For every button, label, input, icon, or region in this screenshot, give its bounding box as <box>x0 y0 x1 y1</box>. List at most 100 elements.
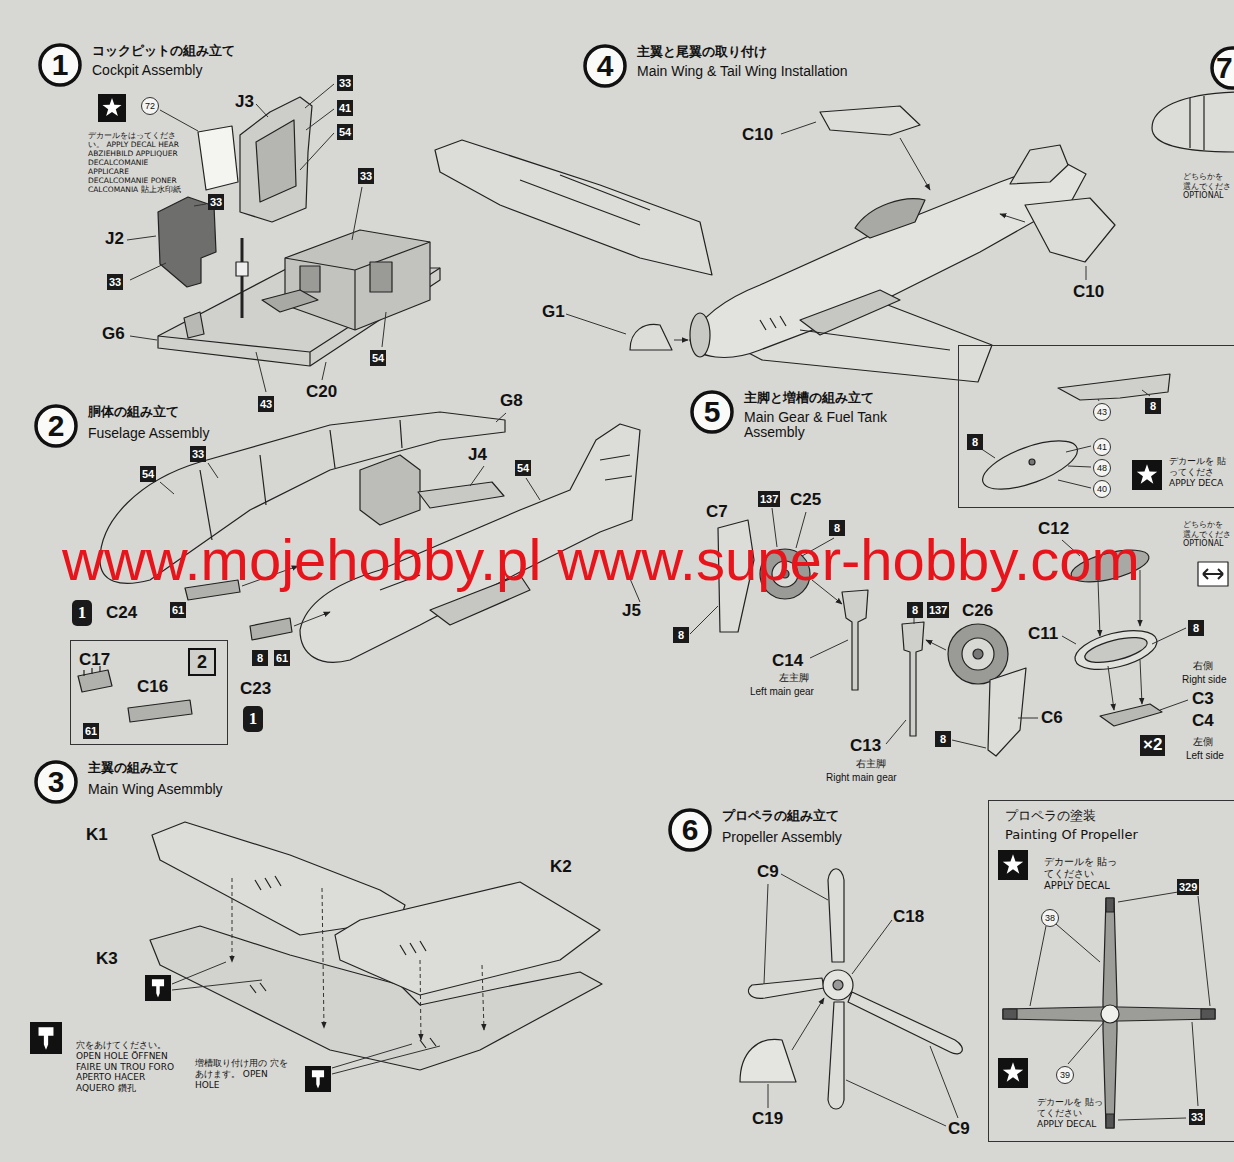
paint-callout: 54 <box>370 350 386 366</box>
leader-line <box>886 720 906 744</box>
leader-line <box>352 187 362 240</box>
propeller-parts <box>740 1039 796 1082</box>
parts-box: C17C1661 <box>70 640 228 745</box>
paint-callout: 61 <box>83 723 99 739</box>
leader-line <box>1108 666 1114 710</box>
step-circle: 7 <box>1210 46 1234 90</box>
paint-callout: 8 <box>1188 620 1204 636</box>
drop-tank <box>1190 96 1204 150</box>
leader-line <box>1030 892 1210 1120</box>
cockpit-parts <box>184 312 204 338</box>
watermark: www.mojehobby.pl www.super-hobby.com <box>62 528 1140 592</box>
part-label: G8 <box>500 392 523 411</box>
cockpit-parts <box>300 266 320 292</box>
leader-line <box>127 236 156 240</box>
paint-callout: 8 <box>935 731 951 747</box>
leader-line <box>930 1046 958 1118</box>
step-number: 7 <box>1210 46 1234 90</box>
paint-callout: 39 <box>1056 1066 1074 1084</box>
fuel-tank-option <box>1029 459 1035 465</box>
leader-line <box>1098 399 1099 401</box>
assembly-arrow <box>420 960 421 1040</box>
decal-symbol <box>1132 460 1162 490</box>
note-text: どちらかを 選んでくださ OPTIONAL <box>1183 172 1233 201</box>
leader-line <box>172 962 440 1074</box>
part-label: C19 <box>752 1110 783 1129</box>
leader-line <box>1118 1118 1186 1120</box>
paint-callout: 137 <box>758 491 780 507</box>
leader-line <box>300 133 334 170</box>
leader-line <box>1018 718 1038 719</box>
panel-title: Painting Of Propeller <box>1005 828 1138 842</box>
part-caption: Right main gear <box>826 772 897 783</box>
cockpit-parts <box>370 262 392 292</box>
leader-line <box>382 312 386 347</box>
paint-callout: 38 <box>1041 909 1059 927</box>
part-label: C25 <box>790 491 821 510</box>
propeller-parts <box>828 869 844 962</box>
leader-line <box>1142 390 1150 396</box>
leader-line <box>764 884 768 984</box>
leader-line <box>1140 660 1142 704</box>
drop-tank <box>1152 92 1234 152</box>
part-label: J3 <box>235 93 254 112</box>
leader-line <box>1000 214 1025 222</box>
leader-line <box>1058 480 1091 488</box>
landing-gear-parts <box>1100 704 1162 726</box>
paint-callout: 33 <box>190 446 206 462</box>
aircraft-drawing <box>1010 145 1068 184</box>
leader-line <box>130 336 157 340</box>
aircraft-drawing <box>435 140 712 275</box>
part-label: C26 <box>962 602 993 621</box>
aircraft-drawing <box>435 106 1115 382</box>
option-panel: 4388414840デカールを 貼ってくださ APPLY DECA <box>958 345 1234 508</box>
paint-callout: 40 <box>1093 480 1111 498</box>
paint-callout: 43 <box>1093 403 1111 421</box>
part-label: G6 <box>102 325 125 344</box>
propeller-painting <box>1101 1005 1119 1023</box>
aircraft-drawing <box>690 160 1086 357</box>
step-number: 6 <box>668 808 712 852</box>
cockpit-parts <box>198 126 238 190</box>
wing-parts <box>150 822 602 1070</box>
leader-line <box>294 612 330 626</box>
paint-panel: プロペラの塗装Painting Of Propellerデカールを 貼ってくださ… <box>988 800 1234 1142</box>
part-label: K2 <box>550 858 572 877</box>
cockpit-parts <box>158 97 440 366</box>
wing-parts <box>335 882 600 995</box>
step-circle: 2胴体の組み立てFuselage Assembly <box>34 404 78 448</box>
leader-line <box>1152 628 1186 644</box>
assembly-arrow <box>322 888 324 1028</box>
part-caption: 左主脚 <box>779 672 809 683</box>
leader-line <box>332 1046 440 1074</box>
fuel-tank-option <box>977 431 1083 499</box>
landing-gear-parts <box>1198 562 1228 586</box>
paint-callout: 8 <box>1145 398 1161 414</box>
drop-tank <box>1152 92 1234 152</box>
note-text: どちらかを 選んでくださ OPTIONAL <box>1183 520 1233 549</box>
step-circle: 6プロペラの組み立てPropeller Assembly <box>668 808 712 852</box>
paint-callout: 72 <box>141 97 159 115</box>
leader-line <box>781 874 828 900</box>
aircraft-drawing <box>800 290 900 335</box>
part-label: C7 <box>706 503 728 522</box>
paint-callout: 8 <box>252 650 268 666</box>
paint-callout: 33 <box>1189 1109 1205 1125</box>
step-number: 2 <box>34 404 78 448</box>
cockpit-parts <box>241 238 244 318</box>
part-label: C24 <box>106 604 137 623</box>
part-label: C9 <box>757 863 779 882</box>
leader-line <box>160 482 174 494</box>
leader-line <box>470 466 484 486</box>
leader-line <box>208 463 218 478</box>
part-label: C11 <box>1028 625 1058 644</box>
landing-gear-parts <box>1071 623 1161 676</box>
part-label: C13 <box>850 737 881 756</box>
quantity-marker: ×2 <box>1140 735 1165 756</box>
paint-callout: 43 <box>258 396 274 412</box>
step-number: 4 <box>583 44 627 88</box>
landing-gear-parts <box>1083 633 1150 668</box>
step-title: Main Wing Asemmbly <box>88 782 223 797</box>
note-text: デカールを 貼ってください APPLY DECAL <box>1037 1097 1103 1129</box>
part-label: C6 <box>1041 709 1063 728</box>
